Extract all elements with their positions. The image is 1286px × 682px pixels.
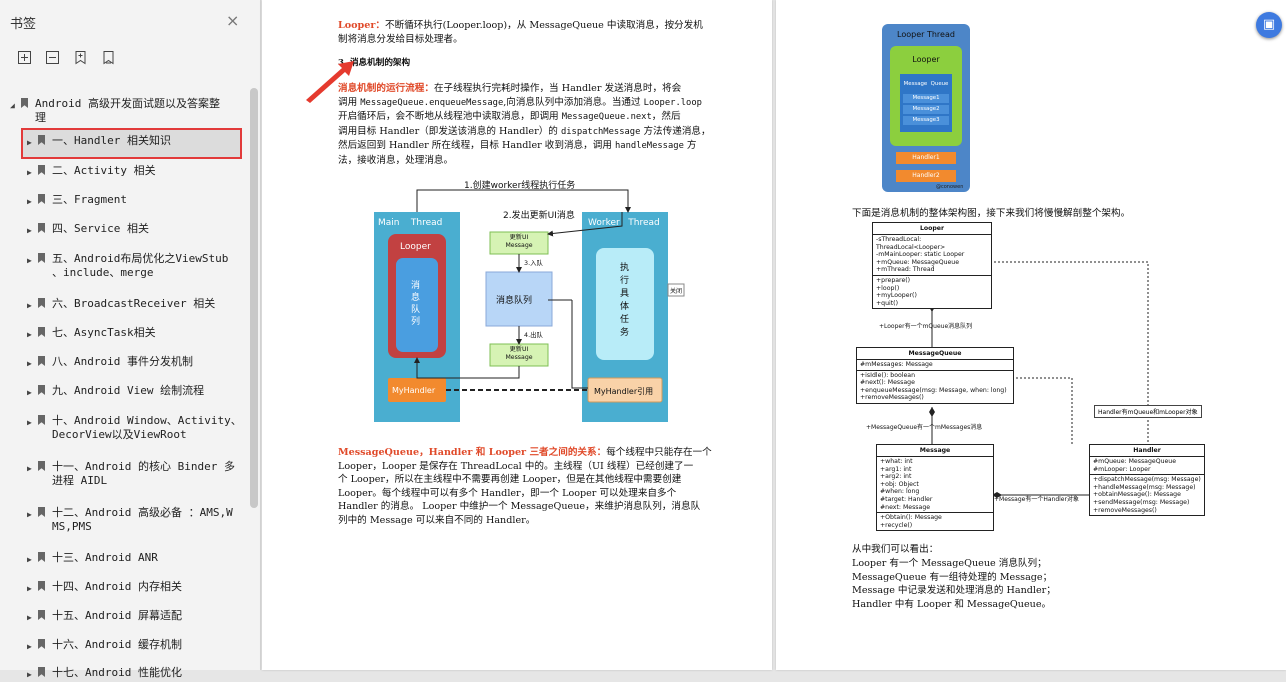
bookmark-label: 二、Activity 相关 [52,164,156,177]
uml-handler-class: Handler #mQueue: MessageQueue #mLooper: … [1089,444,1205,517]
bookmark-label: 三、Fragment [52,193,127,206]
bookmark-label: 十四、Android 内存相关 [52,580,182,593]
sidebar-scrollbar[interactable] [250,88,258,508]
uml-note: Handler有mQueue和mLooper对象 [1094,405,1202,418]
architecture-intro: 下面是消息机制的整体架构图，接下来我们将慢慢解剖整个架构。 [852,208,1131,219]
bookmark-label: 六、BroadcastReceiver 相关 [52,297,216,310]
section-heading: 3. 消息机制的架构 [338,58,411,68]
bookmark-label: 十六、Android 缓存机制 [52,638,182,651]
bookmark-icon [38,552,45,562]
relationship-paragraph: MessageQueue，Handler 和 Looper 三者之间的关系：每个… [338,447,712,526]
uml-messagequeue-class: MessageQueue #mMessages: Message +isIdle… [856,347,1014,404]
uml-connectors [929,261,1149,498]
bookmark-icon [38,253,45,263]
reading-mode-icon[interactable]: ▣ [1256,12,1282,38]
bookmark-label: 八、Android 事件分发机制 [52,355,193,368]
add-bookmark-icon[interactable] [72,50,88,66]
bookmark-label: 十、Android Window、Activity、 DecorView以及Vi… [52,414,242,441]
expand-arrow-icon[interactable]: ▶ [27,510,32,519]
expand-arrow-icon[interactable]: ▶ [27,330,32,339]
bookmark-icon [38,507,45,517]
bookmark-label: 一、Handler 相关知识 [52,134,171,147]
expand-arrow-icon[interactable]: ▶ [27,168,32,177]
uml-looper-class: Looper -sThreadLocal: ThreadLocal<Looper… [872,222,992,310]
bookmark-icon [38,223,45,233]
expand-arrow-icon[interactable]: ▶ [27,359,32,368]
bookmark-sidebar: 书签 × ◢ Android 高级开发面试题以及答案整 理 ▶ 一、Handler 相… [0,0,261,679]
uml-edge-label: +MessageQueue有一个mMessages消息 [866,424,983,431]
handler-flow-diagram: 1.创建worker线程执行任务 2.发出更新UI消息 3.入队 4.出队 Ma… [372,172,687,427]
summary-title: 从中我们可以看出： [852,544,939,555]
bookmark-icon [38,356,45,366]
bookmark-icon [38,461,45,471]
pdf-page-right: Looper Thread Looper Message Queue Messa… [776,0,1286,670]
flow-paragraph: 消息机制的运行流程：在子线程执行完耗时操作，当 Handler 发送消息时，将会… [338,83,711,166]
bookmark-icon [38,194,45,204]
bookmark-icon [38,667,45,677]
expand-arrow-icon[interactable]: ▶ [27,613,32,622]
expand-arrow-icon[interactable]: ▶ [27,256,32,265]
bookmark-icon [38,327,45,337]
expand-arrow-icon[interactable]: ▶ [27,584,32,593]
bookmark-icon [38,610,45,620]
uml-edge-label: +Message有一个Handler对象 [994,496,1079,503]
bookmark-icon[interactable] [100,50,116,66]
bookmark-icon [38,135,45,145]
selected-item-highlight [21,128,242,159]
expand-arrow-icon[interactable]: ▶ [27,226,32,235]
close-icon[interactable]: × [226,11,240,30]
bookmark-label: 十二、Android 高级必备 ：AMS,W MS,PMS [52,506,233,533]
bookmark-label: 十一、Android 的核心 Binder 多 进程 AIDL [52,460,235,487]
expand-arrow-icon[interactable]: ▶ [27,197,32,206]
looper-paragraph: Looper：不断循环执行(Looper.loop)，从 MessageQueu… [338,20,703,45]
expand-arrow-icon[interactable]: ▶ [27,418,32,427]
collapse-arrow-icon[interactable]: ◢ [10,101,15,110]
expand-arrow-icon[interactable]: ▶ [27,670,32,679]
bookmark-label: 四、Service 相关 [52,222,149,235]
pdf-page-left: Looper：不断循环执行(Looper.loop)，从 MessageQueu… [262,0,772,670]
bookmark-icon [38,415,45,425]
bookmark-label: 十三、Android ANR [52,551,158,564]
bookmark-label: 九、Android View 绘制流程 [52,384,205,397]
bookmark-label: Android 高级开发面试题以及答案整 理 [35,97,220,124]
bookmark-icon [38,298,45,308]
bookmark-icon [38,165,45,175]
expand-arrow-icon[interactable]: ▶ [27,138,32,147]
bookmark-icon [38,385,45,395]
summary-list: Looper 有一个 MessageQueue 消息队列； MessageQue… [852,558,1056,610]
bookmark-label: 十七、Android 性能优化 [52,666,182,679]
expand-arrow-icon[interactable]: ▶ [27,388,32,397]
collapse-all-icon[interactable] [44,50,60,66]
sidebar-title: 书签 [10,17,37,32]
uml-message-class: Message +what: int +arg1: int +arg2: int… [876,444,994,532]
expand-arrow-icon[interactable]: ▶ [27,642,32,651]
bookmark-icon [38,639,45,649]
expand-arrow-icon[interactable]: ▶ [27,555,32,564]
bookmark-icon [38,581,45,591]
bookmark-label: 十五、Android 屏幕适配 [52,609,182,622]
expand-arrow-icon[interactable]: ▶ [27,301,32,310]
bookmark-label: 五、Android布局优化之ViewStub 、include、merge [52,252,229,279]
looper-thread-diagram: Looper Thread Looper Message Queue Messa… [882,24,970,192]
bookmark-label: 七、AsyncTask相关 [52,326,156,339]
uml-edge-label: +Looper有一个mQueue消息队列 [879,323,973,330]
bookmark-icon [21,98,28,108]
annotation-arrow-icon [306,61,354,103]
expand-all-icon[interactable] [16,50,32,66]
expand-arrow-icon[interactable]: ▶ [27,464,32,473]
